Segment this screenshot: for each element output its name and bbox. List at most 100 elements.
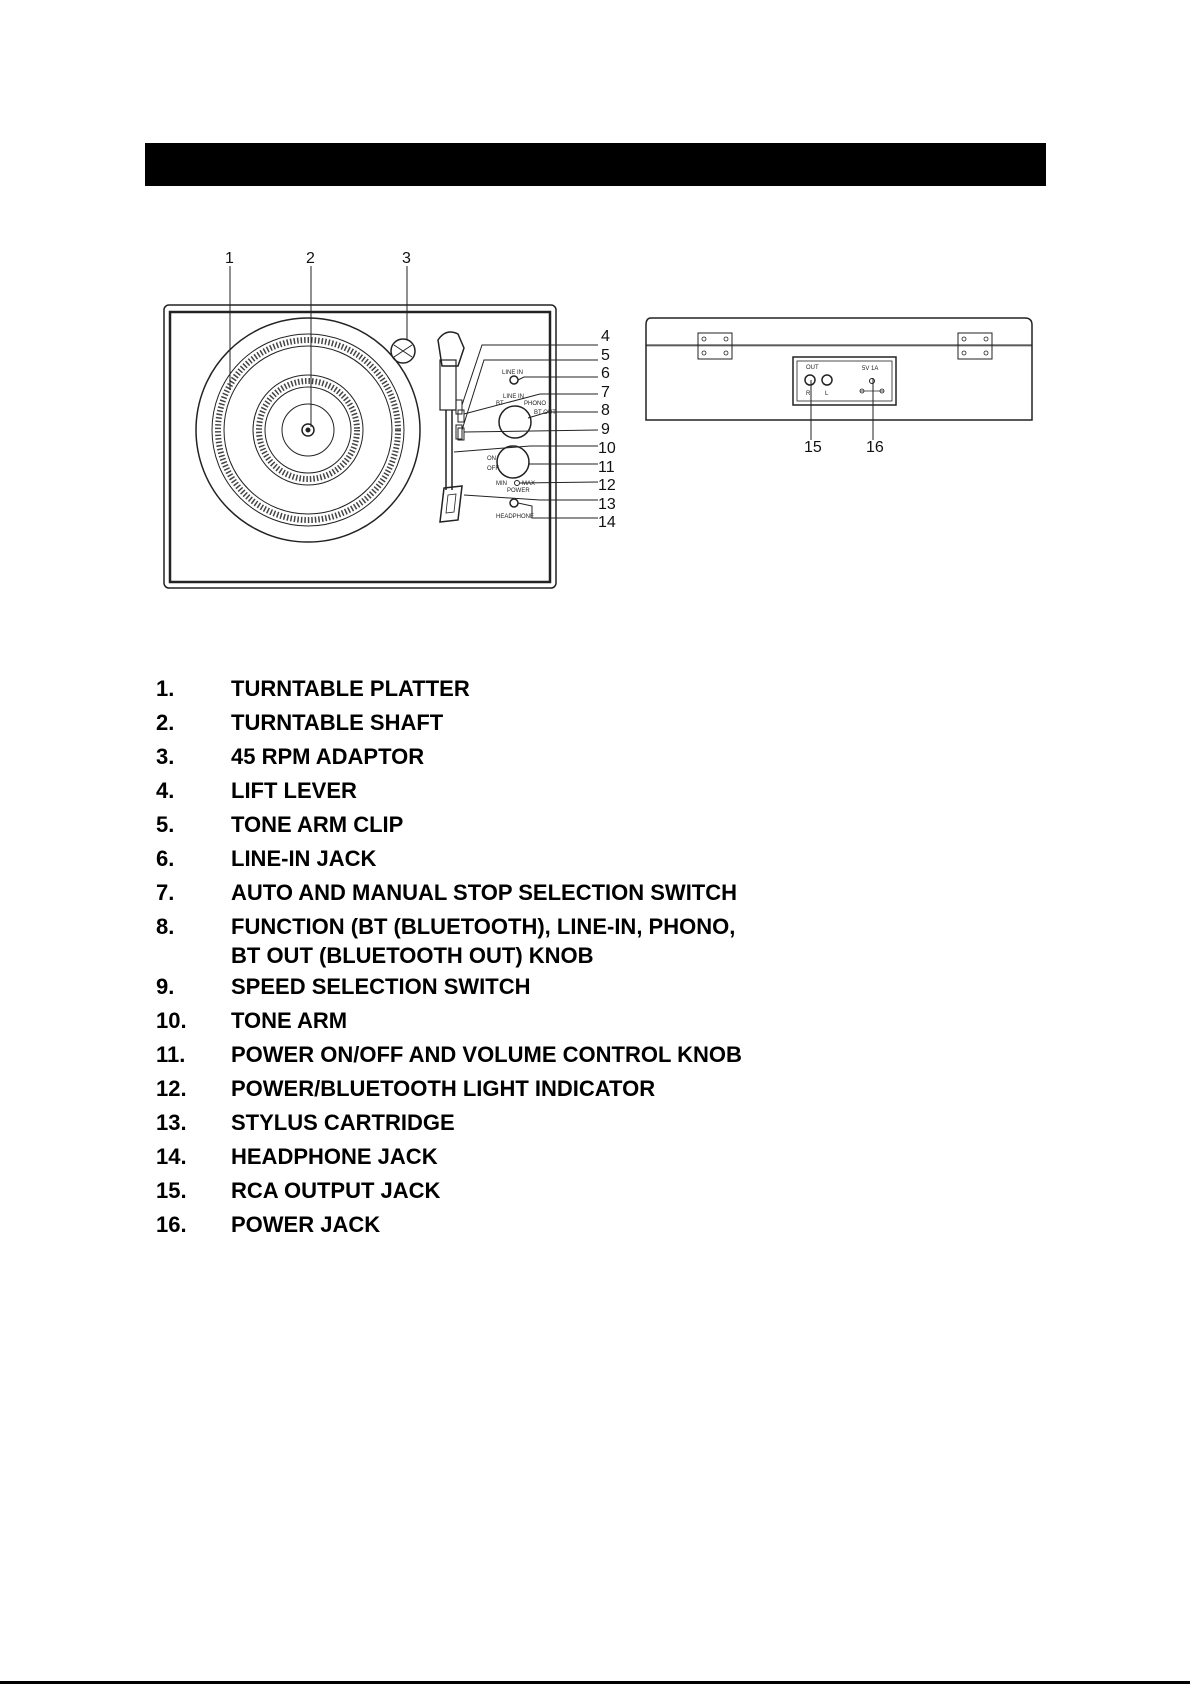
callout-4: 4: [601, 328, 610, 345]
part-number: 15.: [156, 1178, 187, 1203]
list-item: 1.TURNTABLE PLATTER: [156, 672, 1056, 706]
platter-grip-ring: [215, 337, 401, 523]
list-item: 13.STYLUS CARTRIDGE: [156, 1106, 1056, 1140]
part-label: STYLUS CARTRIDGE: [231, 1110, 455, 1135]
power-jack: [869, 378, 875, 384]
part-label: 45 RPM ADAPTOR: [231, 744, 425, 769]
rear-dc-label: 5V 1A: [862, 366, 878, 372]
leader-14: [517, 502, 598, 519]
headphone-jack: [509, 498, 519, 508]
section-header-bar: [145, 143, 1046, 186]
part-number: 16.: [156, 1212, 187, 1237]
part-label: LINE-IN JACK: [231, 846, 377, 871]
auto-stop-switch: [457, 409, 465, 423]
volume-knob: [496, 445, 530, 479]
callout-8: 8: [601, 402, 610, 419]
power-indicator: [514, 480, 520, 486]
func-phono-label: PHONO: [524, 401, 546, 407]
cartridge-detail: [445, 493, 457, 514]
part-number: 8.: [156, 914, 175, 939]
platter-ring-outer: [211, 333, 405, 527]
part-number: 14.: [156, 1144, 187, 1169]
list-item: 16. POWER JACK: [156, 1208, 1056, 1242]
part-number: 2.: [156, 710, 175, 735]
rear-r-label: R: [806, 391, 811, 397]
part-label: POWER/BLUETOOTH LIGHT INDICATOR: [231, 1076, 656, 1101]
rca-jack-right: [804, 374, 816, 386]
callout-12: 12: [598, 477, 616, 494]
callout-5: 5: [601, 347, 610, 364]
part-number: 12.: [156, 1076, 187, 1101]
min-label: MIN: [496, 481, 507, 487]
leader-8: [527, 411, 598, 419]
part-number: 10.: [156, 1008, 187, 1033]
rear-jack-panel: [792, 356, 897, 406]
rpm-adaptor-mark: [393, 344, 413, 358]
rear-l-label: L: [825, 391, 829, 397]
part-label: HEADPHONE JACK: [231, 1144, 438, 1169]
rear-body-outline: [645, 317, 1033, 421]
part-number: 4.: [156, 778, 175, 803]
part-label: POWER JACK: [231, 1212, 381, 1237]
rca-jack-left: [821, 374, 833, 386]
function-knob: [498, 405, 532, 439]
part-label: TONE ARM CLIP: [231, 812, 404, 837]
part-label: LIFT LEVER: [231, 778, 357, 803]
callout-13: 13: [598, 496, 616, 513]
callout-11: 11: [598, 459, 615, 476]
part-number: 6.: [156, 846, 175, 871]
list-item: 9. SPEED SELECTION SWITCH: [156, 970, 1056, 1004]
rear-out-label: OUT: [806, 365, 819, 371]
label-ring-inner: [264, 386, 352, 474]
part-label: SPEED SELECTION SWITCH: [231, 974, 531, 999]
part-number: 1.: [156, 676, 175, 701]
leader-9: [463, 429, 599, 433]
callout-7: 7: [601, 384, 610, 401]
turntable-top-view: [163, 304, 557, 589]
callout-9: 9: [601, 421, 610, 438]
power-label: POWER: [507, 488, 530, 494]
max-label: MAX: [522, 481, 535, 487]
platter-outer: [195, 317, 421, 543]
on-label: ON: [487, 456, 496, 462]
part-label: TURNTABLE SHAFT: [231, 710, 444, 735]
list-item: 6. LINE-IN JACK: [156, 842, 1056, 876]
headphone-label: HEADPHONE: [496, 514, 534, 520]
tone-arm-clip: [455, 424, 463, 440]
parts-list: 1.TURNTABLE PLATTER 2. TURNTABLE SHAFT 3. 45…: [156, 672, 1056, 1242]
turntable-deck: [168, 310, 552, 584]
part-number: 5.: [156, 812, 175, 837]
hinge-left: [697, 332, 733, 360]
list-item: 3. 45 RPM ADAPTOR: [156, 740, 1056, 774]
callout-16: 16: [866, 439, 884, 456]
list-item: 12. POWER/BLUETOOTH LIGHT INDICATOR: [156, 1072, 1056, 1106]
part-label: FUNCTION (BT (BLUETOOTH), LINE-IN, PHONO…: [231, 914, 736, 968]
leader-13: [463, 494, 598, 501]
part-label: POWER ON/OFF AND VOLUME CONTROL KNOB: [231, 1042, 742, 1067]
rpm-adaptor: [390, 338, 416, 364]
lift-lever: [455, 399, 463, 415]
list-item: 8. FUNCTION (BT (BLUETOOTH), LINE-IN, PHO…: [156, 910, 1056, 970]
part-number: 9.: [156, 974, 175, 999]
leader-6: [517, 376, 598, 381]
tonearm-base: [439, 359, 457, 411]
callout-15: 15: [804, 439, 822, 456]
label-area: [281, 403, 335, 457]
part-label: AUTO AND MANUAL STOP SELECTION SWITCH: [231, 880, 738, 905]
shaft-center: [305, 427, 311, 433]
leader-12: [519, 481, 599, 484]
leader-4: [461, 344, 598, 406]
part-number: 3.: [156, 744, 175, 769]
leader-5: [461, 359, 598, 431]
callout-10: 10: [598, 440, 616, 457]
list-item: 15.RCA OUTPUT JACK: [156, 1174, 1056, 1208]
func-bt-label: BT: [496, 401, 504, 407]
platter-ring-inner: [223, 345, 393, 515]
turntable-shaft: [301, 423, 315, 437]
callout-2: 2: [306, 250, 315, 267]
turntable-rear-view: [645, 317, 1033, 421]
list-item: 4. LIFT LEVER: [156, 774, 1056, 808]
list-item: 2. TURNTABLE SHAFT: [156, 706, 1056, 740]
func-line-in-label: LINE IN: [503, 394, 524, 400]
callout-leaders: [229, 266, 874, 519]
